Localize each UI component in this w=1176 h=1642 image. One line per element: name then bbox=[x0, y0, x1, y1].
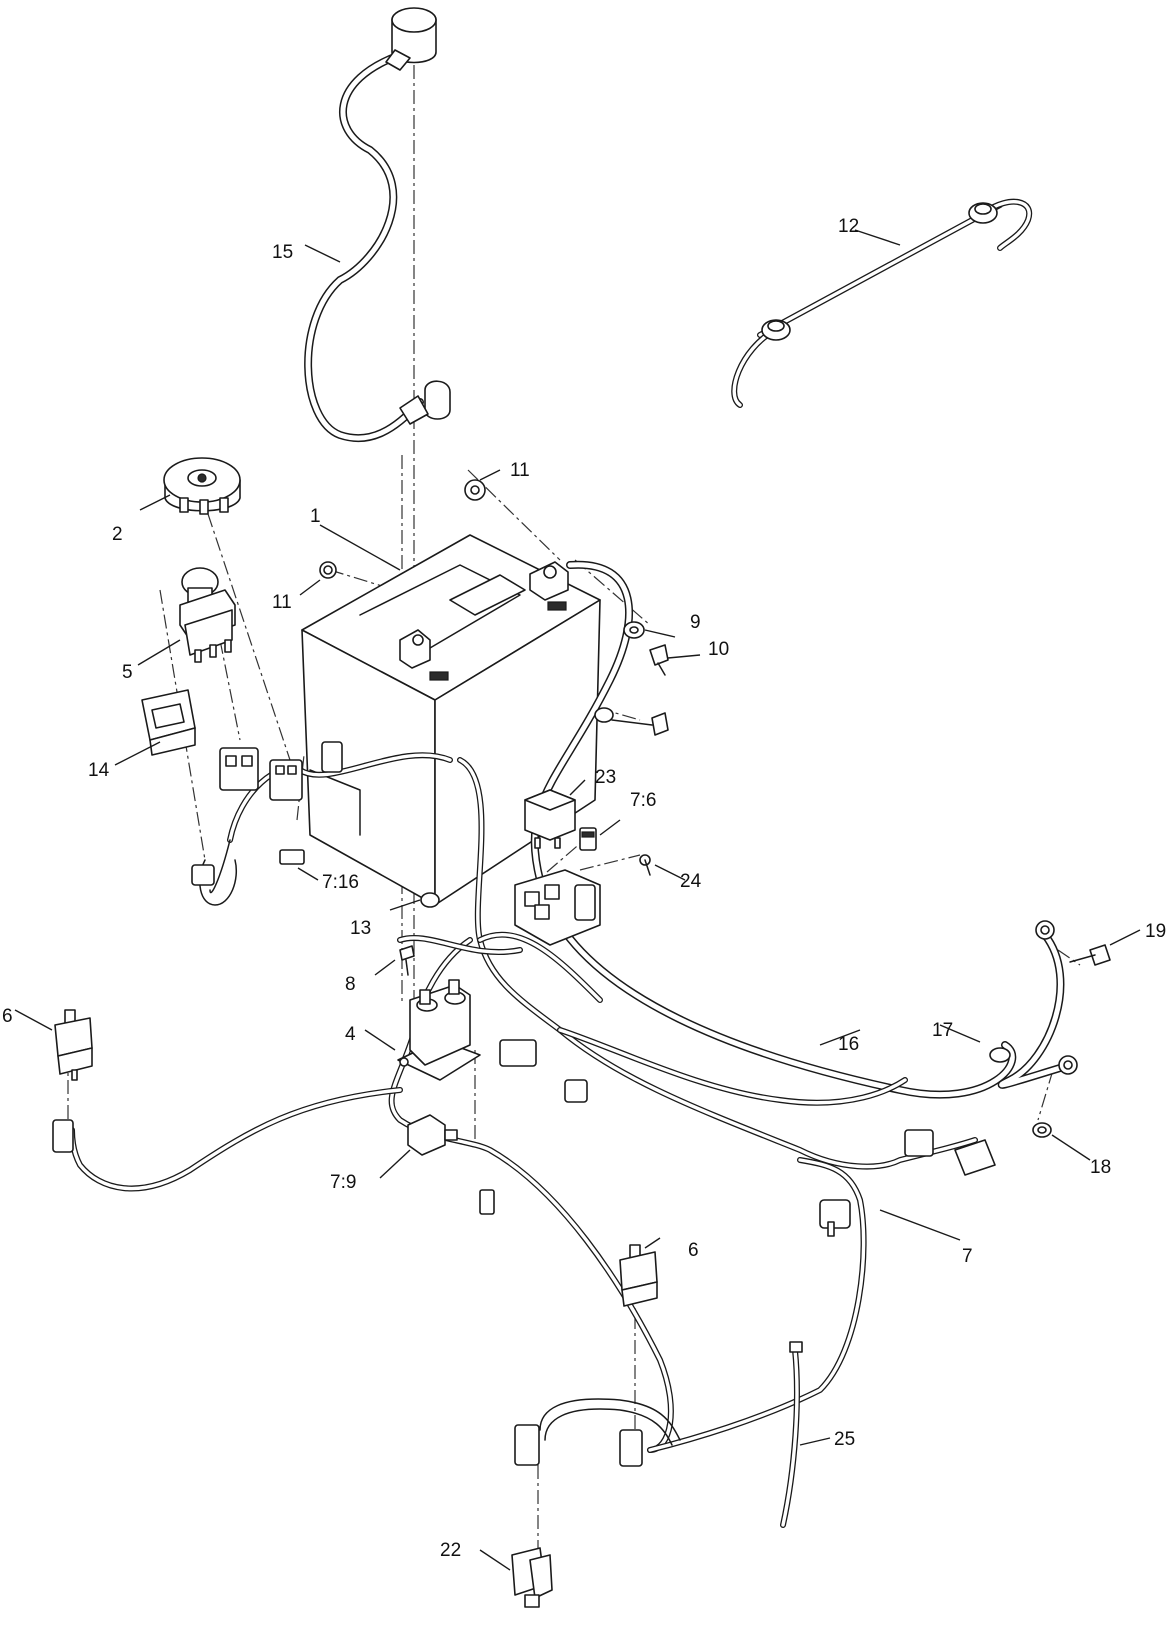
callout-15: 15 bbox=[272, 242, 293, 263]
connector-22 bbox=[511, 1547, 553, 1608]
callout-9: 9 bbox=[690, 612, 701, 633]
callout-23: 23 bbox=[595, 767, 616, 788]
callout-7-16: 7:16 bbox=[322, 872, 359, 893]
wire-harness-7 bbox=[69, 752, 978, 1453]
leader-lines bbox=[14, 229, 1141, 1571]
harness-connectors-left bbox=[191, 741, 343, 886]
hardware bbox=[319, 479, 1111, 1138]
cable-tie-25 bbox=[780, 1341, 803, 1528]
hold-down-strap-12 bbox=[731, 198, 1033, 408]
callout-6-left: 6 bbox=[2, 1006, 13, 1027]
callout-11-left: 11 bbox=[272, 592, 292, 613]
callout-7-9: 7:9 bbox=[330, 1172, 356, 1193]
callout-25: 25 bbox=[834, 1429, 855, 1450]
fuse-block bbox=[514, 869, 601, 946]
callouts: 15 12 11 2 1 11 9 5 10 14 23 7:6 24 7:16… bbox=[2, 216, 1166, 1561]
callout-18: 18 bbox=[1090, 1157, 1111, 1178]
callout-6-bottom: 6 bbox=[688, 1240, 699, 1261]
callout-19: 19 bbox=[1145, 921, 1166, 942]
starter-solenoid-4 bbox=[397, 979, 481, 1081]
callout-7: 7 bbox=[962, 1246, 973, 1267]
callout-2: 2 bbox=[112, 524, 123, 545]
callout-4: 4 bbox=[345, 1024, 356, 1045]
callout-10: 10 bbox=[708, 639, 729, 660]
ignition-switch-2 bbox=[163, 457, 241, 515]
callout-7-6: 7:6 bbox=[630, 790, 656, 811]
pto-switch-5 bbox=[179, 567, 236, 663]
battery-1 bbox=[301, 534, 601, 906]
relay-23 bbox=[524, 789, 576, 849]
harness-connectors-right bbox=[479, 1039, 996, 1467]
callout-24: 24 bbox=[680, 871, 702, 892]
callout-11-top: 11 bbox=[510, 460, 530, 481]
callout-12: 12 bbox=[838, 216, 859, 237]
callout-5: 5 bbox=[122, 662, 133, 683]
callout-13: 13 bbox=[350, 918, 371, 939]
callout-8: 8 bbox=[345, 974, 356, 995]
callout-22: 22 bbox=[440, 1540, 461, 1561]
interlock-switch-6-bottom bbox=[619, 1244, 658, 1307]
fuse-7-6 bbox=[579, 827, 597, 851]
negative-cable-17 bbox=[989, 920, 1078, 1089]
callout-1: 1 bbox=[310, 506, 321, 527]
hour-meter-14 bbox=[141, 689, 196, 756]
battery-cable-15 bbox=[304, 7, 451, 443]
callout-16: 16 bbox=[838, 1034, 859, 1055]
callout-17: 17 bbox=[932, 1020, 953, 1041]
interlock-switch-6-left bbox=[52, 1009, 93, 1153]
callout-14: 14 bbox=[88, 760, 110, 781]
diode-7-9 bbox=[407, 1114, 458, 1156]
